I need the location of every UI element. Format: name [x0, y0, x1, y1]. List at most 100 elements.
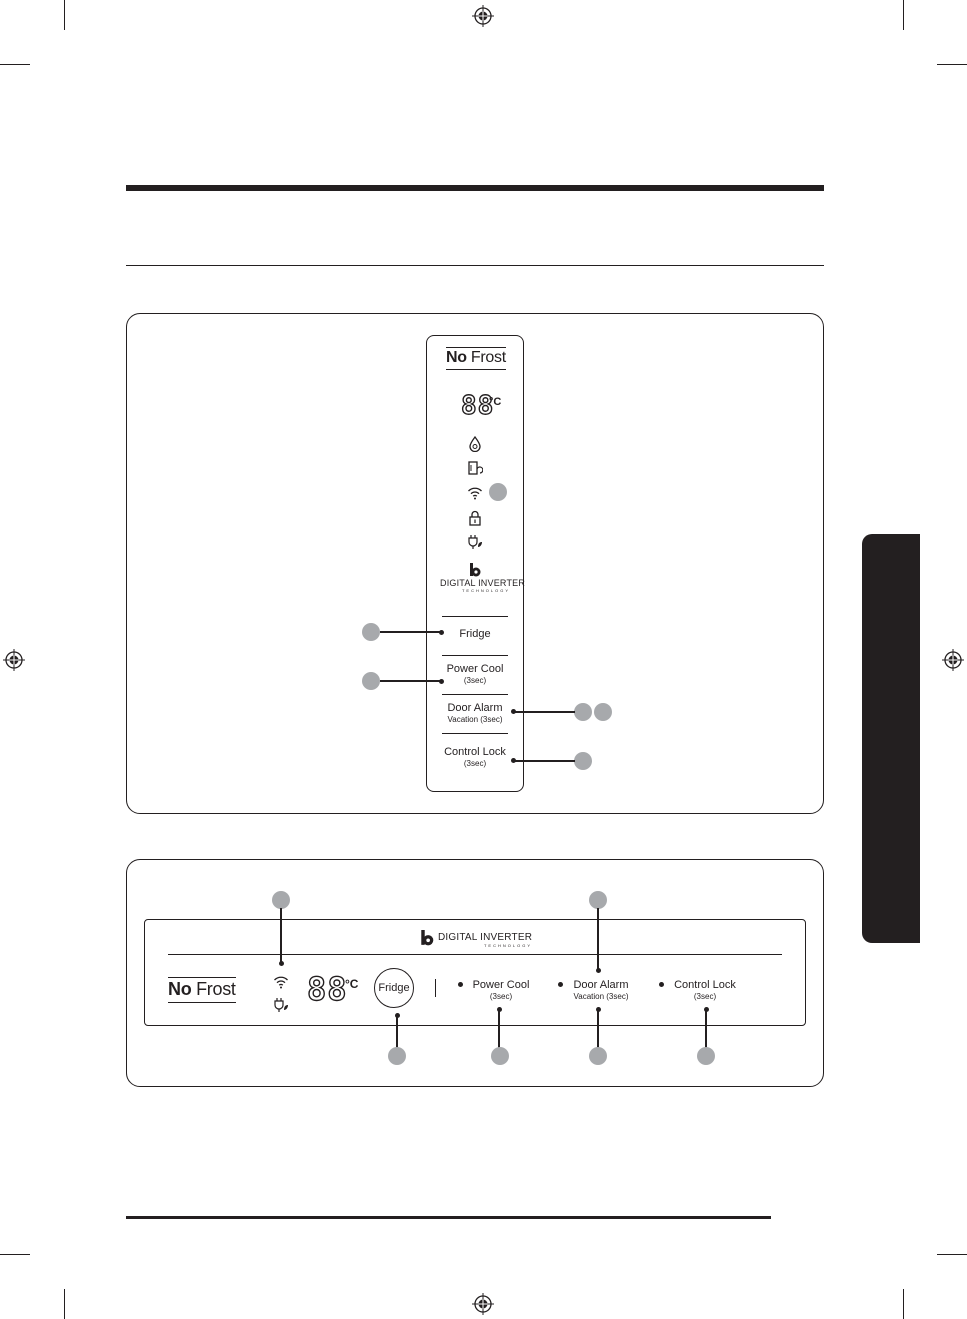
- eco-plug-icon: [273, 997, 289, 1013]
- crop-mark: [903, 1289, 904, 1319]
- temperature-unit: °C: [345, 977, 359, 991]
- leader-dot: [511, 758, 516, 763]
- footer-rule: [126, 1216, 771, 1219]
- door-alarm-button[interactable]: Door Alarm Vacation (3sec): [434, 702, 516, 725]
- callout-marker: [589, 891, 607, 909]
- power-cool-button[interactable]: Power Cool (3sec): [466, 979, 536, 1002]
- power-cool-label: Power Cool: [472, 979, 530, 991]
- callout-marker: [362, 623, 380, 641]
- brand-sub-text: TECHNOLOGY: [483, 943, 532, 948]
- indicator-dot: [558, 982, 563, 987]
- horizontal-panel-figure: [126, 859, 824, 1087]
- temperature-display: 88: [306, 970, 348, 1008]
- callout-marker: [272, 891, 290, 909]
- leader-dot: [439, 679, 444, 684]
- registration-mark-icon: [472, 5, 494, 27]
- callout-marker: [489, 483, 507, 501]
- leader-dot: [395, 1013, 400, 1018]
- digital-inverter-logo-icon: [470, 563, 481, 577]
- digital-inverter-brand: DIGITAL INVERTER TECHNOLOGY: [438, 933, 532, 949]
- leader-line: [280, 908, 282, 963]
- door-alarm-label: Door Alarm: [573, 979, 629, 991]
- control-lock-sublabel: (3sec): [693, 992, 717, 1001]
- crop-mark: [903, 0, 904, 30]
- eco-plug-icon: [467, 534, 483, 550]
- control-lock-button[interactable]: Control Lock (3sec): [434, 746, 516, 769]
- fridge-button-label: Fridge: [459, 628, 491, 640]
- leader-dot: [497, 1007, 502, 1012]
- leader-line: [705, 1010, 707, 1049]
- callout-marker: [589, 1047, 607, 1065]
- leader-line: [396, 1016, 398, 1049]
- header-rule-thick: [126, 185, 824, 191]
- no-frost-logo: No Frost: [168, 977, 236, 1003]
- vertical-control-panel: [426, 335, 524, 792]
- power-cool-sublabel: (3sec): [463, 676, 487, 685]
- registration-mark-icon: [942, 649, 964, 671]
- door-alarm-button[interactable]: Door Alarm Vacation (3sec): [565, 979, 637, 1002]
- panel-divider: [442, 616, 508, 617]
- panel-divider: [442, 655, 508, 656]
- digital-inverter-logo-icon: [421, 930, 434, 946]
- door-alarm-sublabel: Vacation (3sec): [447, 715, 503, 724]
- leader-line: [380, 680, 442, 682]
- callout-marker: [574, 703, 592, 721]
- crop-mark: [64, 1289, 65, 1319]
- callout-marker: [362, 672, 380, 690]
- leader-line: [380, 631, 442, 633]
- fridge-button[interactable]: Fridge: [434, 628, 516, 641]
- panel-divider: [442, 694, 508, 695]
- horizontal-control-panel: [144, 919, 806, 1026]
- fridge-button[interactable]: Fridge: [374, 968, 414, 1008]
- leader-line: [513, 711, 575, 713]
- section-side-tab: [862, 534, 920, 943]
- power-cool-label: Power Cool: [446, 663, 504, 675]
- leader-line: [513, 760, 575, 762]
- crop-mark: [64, 0, 65, 30]
- wifi-icon: [273, 974, 289, 990]
- callout-marker: [574, 752, 592, 770]
- power-cool-sublabel: (3sec): [489, 992, 513, 1001]
- control-lock-button[interactable]: Control Lock (3sec): [667, 979, 743, 1002]
- callout-marker: [697, 1047, 715, 1065]
- header-rule-thin: [126, 265, 824, 266]
- panel-divider: [442, 733, 508, 734]
- crop-mark: [0, 64, 30, 65]
- no-frost-logo-no: No: [168, 979, 192, 999]
- door-alarm-label: Door Alarm: [447, 702, 503, 714]
- no-frost-logo-frost: Frost: [470, 349, 506, 366]
- leader-line: [498, 1010, 500, 1049]
- no-frost-logo-frost: Frost: [196, 979, 236, 999]
- temperature-display: 88: [460, 391, 495, 421]
- panel-divider: [168, 954, 782, 955]
- crop-mark: [937, 1254, 967, 1255]
- wifi-icon: [467, 485, 483, 501]
- digital-inverter-brand: DIGITAL INVERTER TECHNOLOGY: [440, 578, 526, 594]
- leader-dot: [511, 709, 516, 714]
- leader-line: [597, 908, 599, 970]
- brand-main-text: DIGITAL INVERTER: [440, 578, 526, 588]
- power-cool-button[interactable]: Power Cool (3sec): [434, 663, 516, 686]
- no-frost-logo-no: No: [446, 349, 467, 366]
- vertical-panel-figure: [126, 313, 824, 814]
- callout-marker: [491, 1047, 509, 1065]
- leader-dot: [596, 1007, 601, 1012]
- callout-marker: [594, 703, 612, 721]
- brand-main-text: DIGITAL INVERTER: [438, 932, 533, 943]
- control-lock-sublabel: (3sec): [463, 759, 487, 768]
- leader-dot: [279, 961, 284, 966]
- door-alarm-sublabel: Vacation (3sec): [573, 992, 629, 1001]
- registration-mark-icon: [472, 1293, 494, 1315]
- indicator-dot: [458, 982, 463, 987]
- brand-sub-text: TECHNOLOGY: [461, 588, 510, 593]
- crop-mark: [0, 1254, 30, 1255]
- filter-reset-icon: [467, 460, 484, 476]
- crop-mark: [937, 64, 967, 65]
- control-lock-label: Control Lock: [674, 979, 736, 991]
- panel-divider-vertical: [435, 979, 436, 997]
- leader-dot: [704, 1007, 709, 1012]
- fridge-button-label: Fridge: [378, 982, 410, 994]
- water-drop-icon: [467, 435, 483, 453]
- no-frost-logo: No Frost: [446, 347, 506, 370]
- leader-dot: [439, 630, 444, 635]
